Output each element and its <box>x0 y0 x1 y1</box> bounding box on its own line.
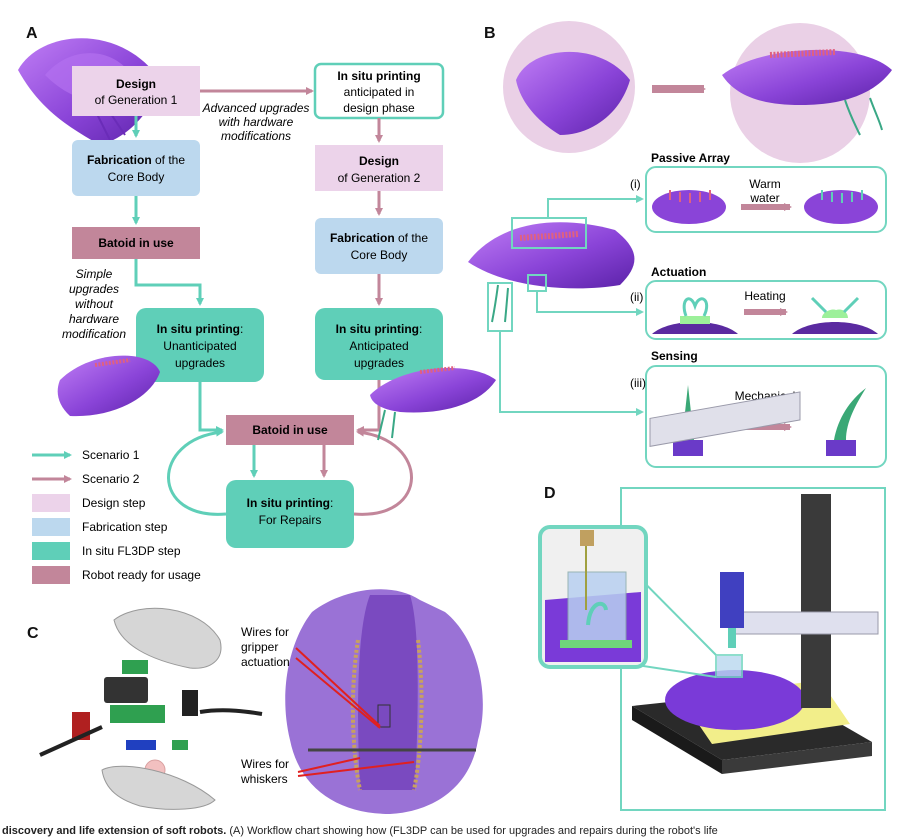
box-unant-rest3: upgrades <box>175 356 225 370</box>
panel-label-a: A <box>26 25 38 42</box>
legend: Scenario 1 Scenario 2 Design step Fabric… <box>32 448 201 584</box>
svg-text:In situ printing:: In situ printing: <box>157 322 244 336</box>
panel-label-d: D <box>544 485 556 502</box>
panel-label-b: B <box>484 25 496 42</box>
svg-text:Fabrication of the: Fabrication of the <box>330 231 428 245</box>
printer-render <box>620 391 886 811</box>
box-fab2-rest1: of the <box>395 231 429 245</box>
label-whiskers-2: whiskers <box>240 772 288 786</box>
label-gripper-2: gripper <box>241 640 278 654</box>
exploded-robot-view <box>39 607 263 810</box>
caption-rest: (A) Workflow chart showing how (FL3DP ca… <box>226 825 718 837</box>
box-rep-bold: In situ printing <box>247 496 330 510</box>
before-after-robots <box>503 21 892 163</box>
box-rep-rest1: : <box>330 496 333 510</box>
label-whiskers-1: Wires for <box>241 757 289 771</box>
wiring-annotations: Wires for gripper actuation Wires for wh… <box>240 625 415 786</box>
note-advanced-2: with hardware <box>219 115 294 129</box>
legend-robot-ready: Robot ready for usage <box>82 568 201 582</box>
svg-text:In situ printing:: In situ printing: <box>336 322 423 336</box>
box-fab1-rest1: of the <box>152 153 186 167</box>
box-unant-rest1: : <box>240 322 243 336</box>
box-fabrication-1: Fabrication of the Core Body <box>72 140 200 196</box>
box-antdes-rest1: anticipated in <box>344 85 415 99</box>
passive-array-section: Passive Array (i) Warm water <box>630 151 887 233</box>
box-ant-rest2: Anticipated <box>349 339 408 353</box>
printer-zoom-inset <box>538 525 717 678</box>
note-advanced-upgrades: Advanced upgrades with hardware modifica… <box>202 101 310 143</box>
callout-frames <box>487 195 644 416</box>
passive-arrow-label-2: water <box>749 191 779 205</box>
passive-arrow-label-1: Warm <box>749 177 781 191</box>
legend-insitu-step: In situ FL3DP step <box>82 544 181 558</box>
sensing-title: Sensing <box>651 349 698 363</box>
central-batoid-image <box>468 222 635 323</box>
box-ant-rest1: : <box>419 322 422 336</box>
batoid-anticipated-image <box>370 366 496 441</box>
note-advanced-1: Advanced upgrades <box>202 101 310 115</box>
note-simple-3: without <box>75 297 114 311</box>
box-rep-rest2: For Repairs <box>259 513 322 527</box>
box-fabrication-2: Fabrication of the Core Body <box>315 218 443 274</box>
note-simple-4: hardware <box>69 312 119 326</box>
actuation-index: (ii) <box>630 290 643 304</box>
legend-scenario-2: Scenario 2 <box>82 472 140 486</box>
legend-fabrication-step: Fabrication step <box>82 520 168 534</box>
caption-bold: discovery and life extension of soft rob… <box>2 825 227 837</box>
box-batoid2-label: Batoid in use <box>252 423 328 437</box>
figure-caption: discovery and life extension of soft rob… <box>2 824 908 840</box>
note-simple-upgrades: Simple upgrades without hardware modific… <box>62 267 126 341</box>
box-insitu-unanticipated: In situ printing: Unanticipated upgrades <box>136 308 264 382</box>
box-antdes-rest2: design phase <box>343 101 415 115</box>
box-insitu-anticipated-design: In situ printing anticipated in design p… <box>313 62 445 120</box>
box-insitu-anticipated: In situ printing: Anticipated upgrades <box>315 308 443 380</box>
passive-array-title: Passive Array <box>651 151 730 165</box>
box-unant-rest2: Unanticipated <box>163 339 236 353</box>
box-design-gen1-bold: Design <box>116 77 156 91</box>
note-simple-1: Simple <box>76 267 113 281</box>
sensing-index: (iii) <box>630 376 646 390</box>
legend-scenario-1: Scenario 1 <box>82 448 140 462</box>
panel-label-c: C <box>27 625 39 642</box>
box-design-gen1: Design of Generation 1 <box>72 66 200 116</box>
flow-arrows <box>132 87 413 516</box>
box-antdes-bold: In situ printing <box>337 69 420 83</box>
box-ant-rest3: upgrades <box>354 356 404 370</box>
box-design-gen2-rest: of Generation 2 <box>338 171 421 185</box>
svg-text:In situ printing:: In situ printing: <box>247 496 334 510</box>
box-insitu-repairs: In situ printing: For Repairs <box>226 480 354 548</box>
box-fab1-bold: Fabrication <box>87 153 152 167</box>
label-gripper-3: actuation <box>241 655 290 669</box>
note-simple-5: modification <box>62 327 126 341</box>
box-design-gen1-rest: of Generation 1 <box>95 93 178 107</box>
label-gripper-1: Wires for <box>241 625 289 639</box>
box-batoid-in-use-2: Batoid in use <box>226 415 354 445</box>
box-fab2-rest2: Core Body <box>351 248 408 262</box>
batoid-unanticipated-image <box>57 355 160 417</box>
robot-bottom-wiring-view <box>285 589 483 814</box>
actuation-arrow-label: Heating <box>744 289 785 303</box>
box-ant-bold: In situ printing <box>336 322 419 336</box>
box-batoid-in-use-1: Batoid in use <box>72 227 200 259</box>
box-design-gen2: Design of Generation 2 <box>315 145 443 191</box>
svg-text:Fabrication of the: Fabrication of the <box>87 153 185 167</box>
box-fab2-bold: Fabrication <box>330 231 395 245</box>
box-fab1-rest2: Core Body <box>108 170 165 184</box>
actuation-section: Actuation (ii) Heating <box>630 265 887 340</box>
box-unant-bold: In situ printing <box>157 322 240 336</box>
passive-index: (i) <box>630 177 641 191</box>
note-simple-2: upgrades <box>69 282 119 296</box>
actuation-title: Actuation <box>651 265 706 279</box>
legend-design-step: Design step <box>82 496 146 510</box>
box-design-gen2-bold: Design <box>359 154 399 168</box>
box-batoid1-label: Batoid in use <box>98 236 174 250</box>
note-advanced-3: modifications <box>221 129 291 143</box>
